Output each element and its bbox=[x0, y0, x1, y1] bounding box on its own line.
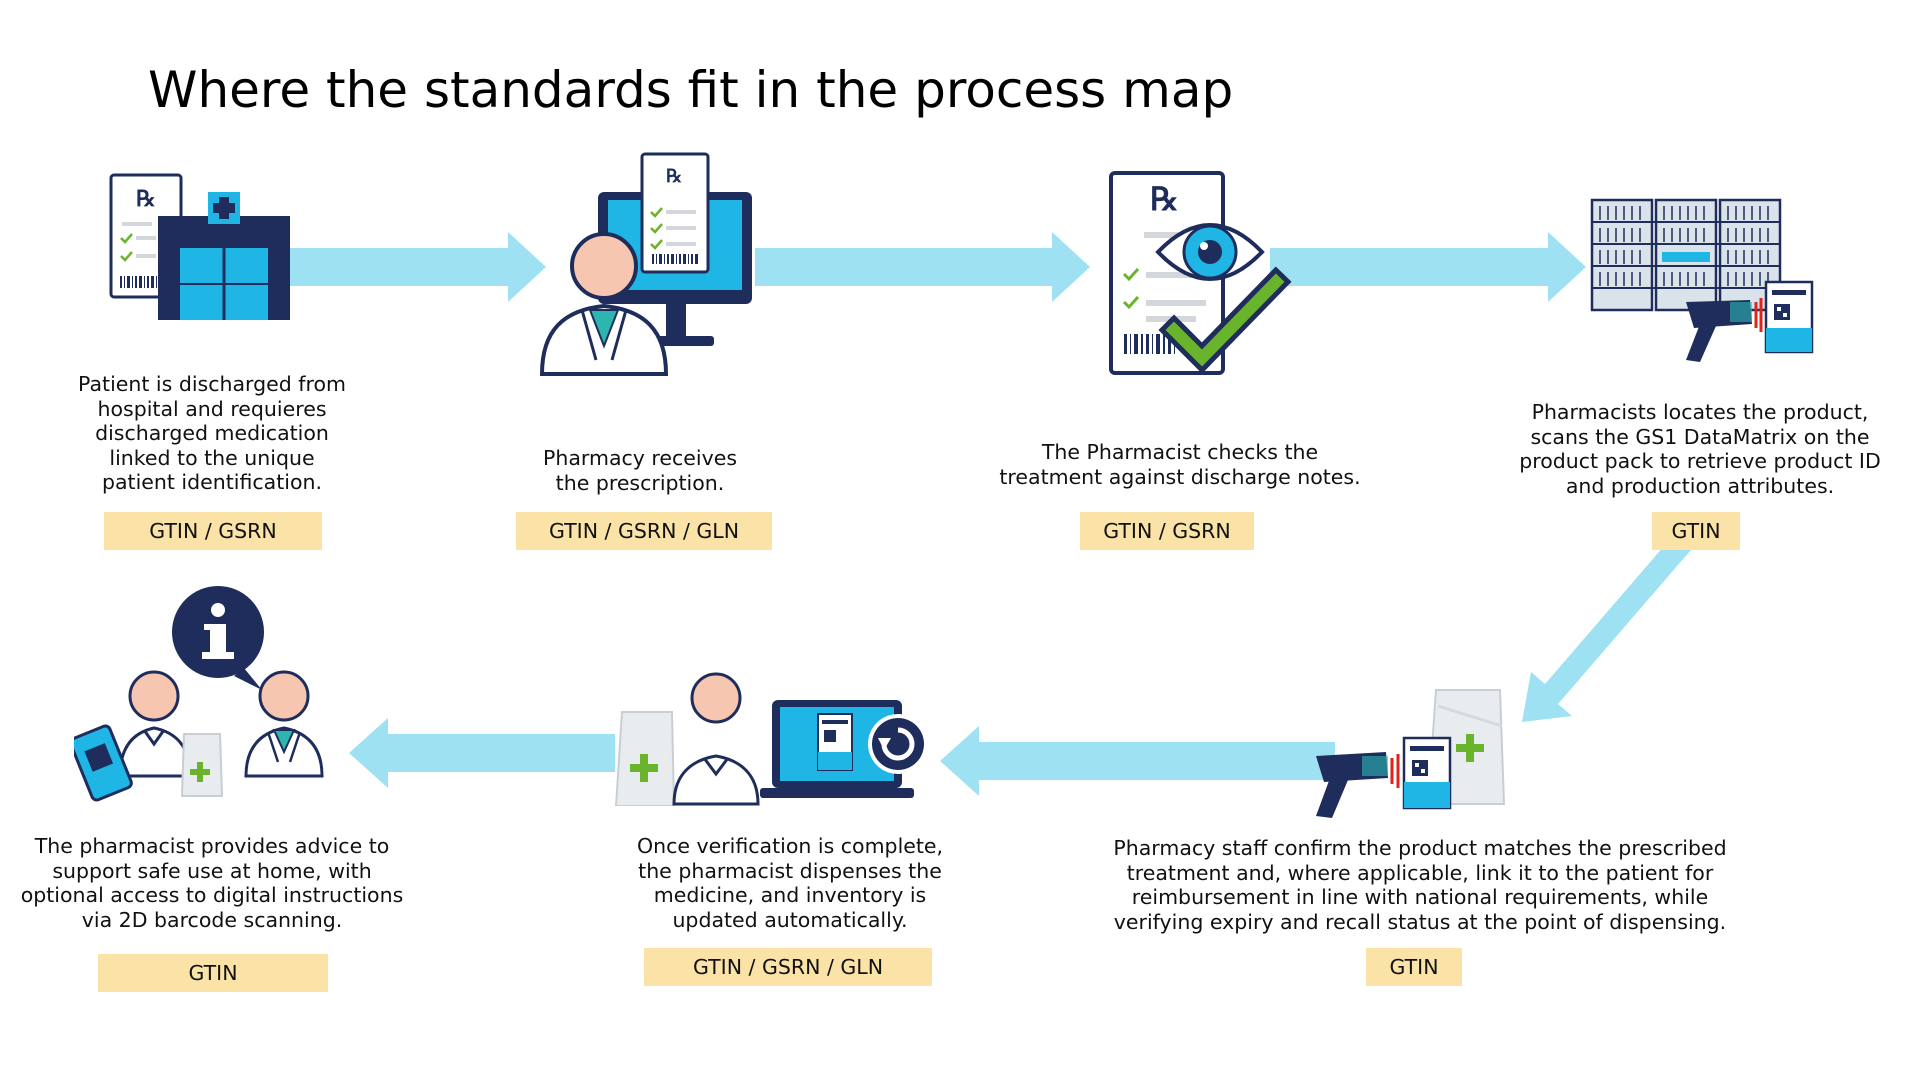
hospital-discharge-icon: ℞ bbox=[109, 173, 290, 320]
step-3-standards-badge: GTIN / GSRN bbox=[1080, 512, 1254, 550]
step-2-standards-badge: GTIN / GSRN / GLN bbox=[516, 512, 772, 550]
dispense-laptop-icon bbox=[614, 672, 928, 806]
step-6-description: Once verification is complete, the pharm… bbox=[636, 834, 944, 932]
svg-text:℞: ℞ bbox=[666, 166, 682, 187]
step-5-description: Pharmacy staff confirm the product match… bbox=[1113, 836, 1727, 934]
step-6-standards-badge: GTIN / GSRN / GLN bbox=[644, 948, 932, 986]
flow-arrow-4-to-5 bbox=[1522, 531, 1697, 722]
advice-info-icon bbox=[74, 586, 324, 802]
flow-arrow-2-to-3 bbox=[755, 232, 1090, 302]
prescription-review-icon: ℞ bbox=[1109, 171, 1292, 375]
step-3-description: The Pharmacist checks the treatment agai… bbox=[999, 440, 1361, 489]
flow-arrow-6-to-7 bbox=[349, 718, 615, 788]
step-5-standards-badge: GTIN bbox=[1366, 948, 1462, 986]
step-1-standards-badge: GTIN / GSRN bbox=[104, 512, 322, 550]
page-title: Where the standards fit in the process m… bbox=[148, 61, 1234, 119]
step-4-description: Pharmacists locates the product, scans t… bbox=[1519, 400, 1881, 498]
flow-arrow-1-to-2 bbox=[290, 232, 546, 302]
svg-text:℞: ℞ bbox=[136, 186, 156, 212]
flow-arrow-5-to-6 bbox=[940, 726, 1335, 796]
step-1-description: Patient is discharged from hospital and … bbox=[78, 372, 346, 494]
step-2-description: Pharmacy receives the prescription. bbox=[542, 446, 738, 495]
pack-scanner-icon bbox=[1316, 689, 1506, 818]
step-7-standards-badge: GTIN bbox=[98, 954, 328, 992]
step-4-standards-badge: GTIN bbox=[1652, 512, 1740, 550]
svg-text:℞: ℞ bbox=[1150, 180, 1179, 218]
shelf-scanner-icon bbox=[1590, 198, 1814, 362]
step-7-description: The pharmacist provides advice to suppor… bbox=[20, 834, 404, 932]
pharmacist-computer-icon: ℞ bbox=[539, 152, 752, 376]
flow-arrow-3-to-4 bbox=[1270, 232, 1586, 302]
